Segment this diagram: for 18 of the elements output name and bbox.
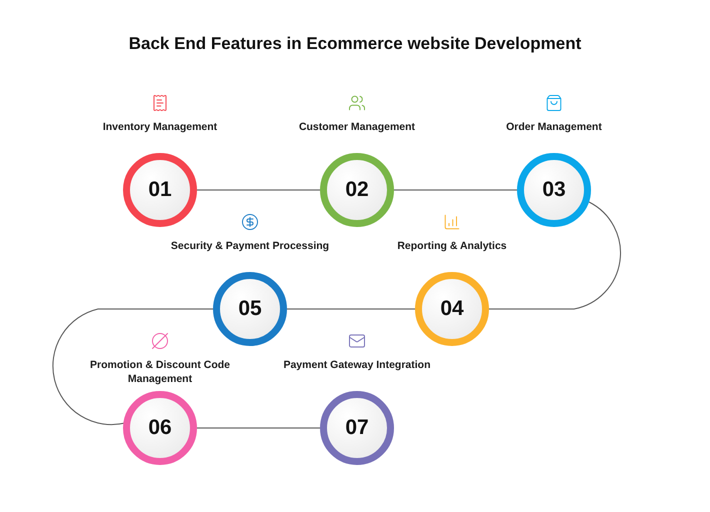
step-number: 03 [542,178,566,202]
step-heading: Order Management [505,120,603,134]
step-number: 07 [345,416,369,440]
diagram-title: Back End Features in Ecommerce website Development [128,34,582,54]
step-number: 05 [238,297,262,321]
step-number: 04 [440,297,464,321]
step-heading: Security & Payment Processing [170,239,330,253]
connector-line [286,308,416,310]
step-heading: Reporting & Analytics [396,239,508,253]
step-heading: Inventory Management [102,120,218,134]
step-heading: Promotion & Discount Code Management [89,358,231,386]
step-number: 01 [148,178,172,202]
connector-line [488,202,621,310]
step-heading: Payment Gateway Integration [282,358,432,372]
step-heading: Customer Management [298,120,416,134]
connector-line [52,308,214,426]
step-number: 02 [345,178,369,202]
step-number: 06 [148,416,172,440]
